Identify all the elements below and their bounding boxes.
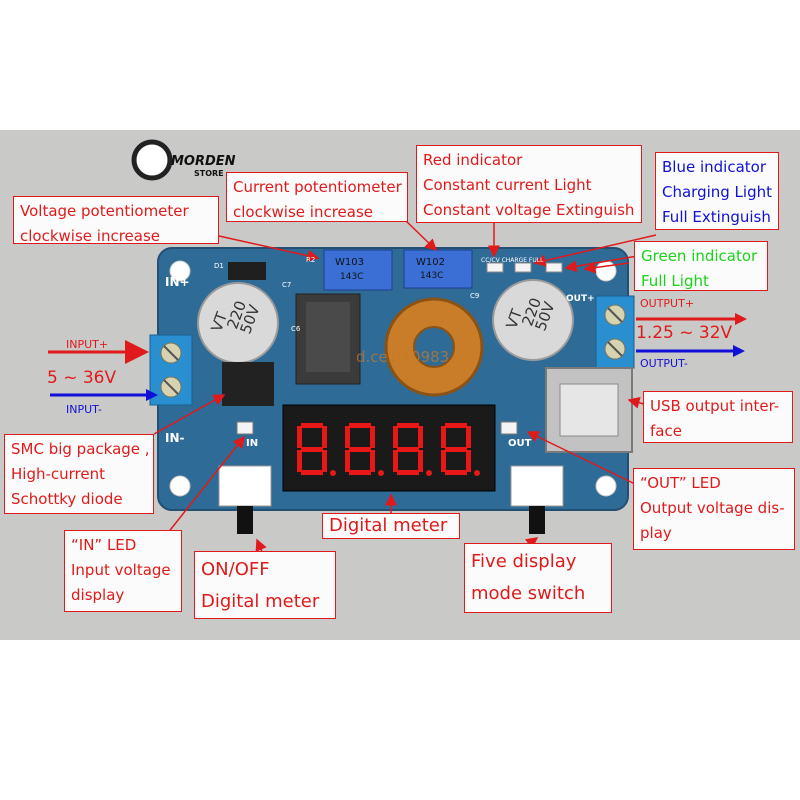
smc-diode <box>222 362 274 406</box>
capacitor-left <box>197 282 279 364</box>
label-voltage-potentiometer: Voltage potentiometer clockwise increase <box>13 196 219 245</box>
label-out-led: “OUT” LED Output voltage dis- play <box>633 468 795 550</box>
label-usb-output: USB output inter- face <box>643 391 793 443</box>
mounting-hole <box>169 475 191 497</box>
label-line: Full Light <box>641 272 709 290</box>
label-on-off: ON/OFF Digital meter <box>194 551 336 619</box>
output-plus-label: OUTPUT+ <box>640 297 695 310</box>
label-line: “OUT” LED <box>640 474 721 492</box>
input-range-label: 5 ~ 36V <box>47 368 117 388</box>
label-line: Charging Light <box>662 183 772 201</box>
label-line: Schottky diode <box>11 490 123 508</box>
label-line: Output voltage dis- <box>640 499 785 517</box>
label-line: USB output inter- <box>650 397 780 415</box>
led-cc-cv <box>486 262 504 273</box>
label-line: face <box>650 422 682 440</box>
mounting-hole <box>595 475 617 497</box>
label-in-led: “IN” LED Input voltage display <box>64 530 182 612</box>
label-line: Blue indicator <box>662 158 766 176</box>
label-line: High-current <box>11 465 105 483</box>
output-range-label: 1.25 ~ 32V <box>636 323 733 343</box>
label-line: Digital meter <box>329 515 448 536</box>
led-full <box>545 262 563 273</box>
label-line: play <box>640 524 672 542</box>
on-off-button <box>218 465 272 507</box>
label-line: Digital meter <box>201 591 320 612</box>
label-line: ON/OFF <box>201 559 270 580</box>
input-plus-label: INPUT+ <box>66 338 109 351</box>
label-line: Constant voltage Extinguish <box>423 201 635 219</box>
label-line: Full Extinguish <box>662 208 771 226</box>
capacitor-right <box>492 279 574 361</box>
potentiometer-current <box>403 249 473 289</box>
label-line: Five display <box>471 551 577 572</box>
label-line: “IN” LED <box>71 536 137 554</box>
label-five-display: Five display mode switch <box>464 543 612 613</box>
led-charge <box>514 262 532 273</box>
label-red-indicator: Red indicator Constant current Light Con… <box>416 145 642 223</box>
label-current-potentiometer: Current potentiometer clockwise increase <box>226 172 408 222</box>
label-line: Constant current Light <box>423 176 592 194</box>
input-minus-label: INPUT- <box>66 403 102 416</box>
label-line: display <box>71 586 125 604</box>
label-line: clockwise increase <box>20 227 160 245</box>
label-line: SMC big package , <box>11 440 150 458</box>
in-led <box>236 421 254 435</box>
label-green-indicator: Green indicator Full Light <box>634 241 768 291</box>
output-minus-label: OUTPUT- <box>640 357 688 370</box>
gear-icon <box>131 139 173 181</box>
morden-logo <box>131 139 173 181</box>
label-line: Voltage potentiometer <box>20 202 189 220</box>
seven-segment-display <box>282 404 496 492</box>
mode-button <box>510 465 564 507</box>
mounting-hole <box>595 260 617 282</box>
potentiometer-voltage <box>323 249 393 291</box>
out-led <box>500 421 518 435</box>
mounting-hole <box>169 260 191 282</box>
small-diode <box>228 262 266 280</box>
label-digital-meter: Digital meter <box>322 513 460 539</box>
label-smc-diode: SMC big package , High-current Schottky … <box>4 434 154 514</box>
label-line: Input voltage <box>71 561 171 579</box>
label-line: Red indicator <box>423 151 523 169</box>
label-line: mode switch <box>471 583 586 604</box>
label-line: Green indicator <box>641 247 758 265</box>
label-line: Current potentiometer <box>233 178 402 196</box>
label-blue-indicator: Blue indicator Charging Light Full Extin… <box>655 152 779 230</box>
label-line: clockwise increase <box>233 203 373 221</box>
